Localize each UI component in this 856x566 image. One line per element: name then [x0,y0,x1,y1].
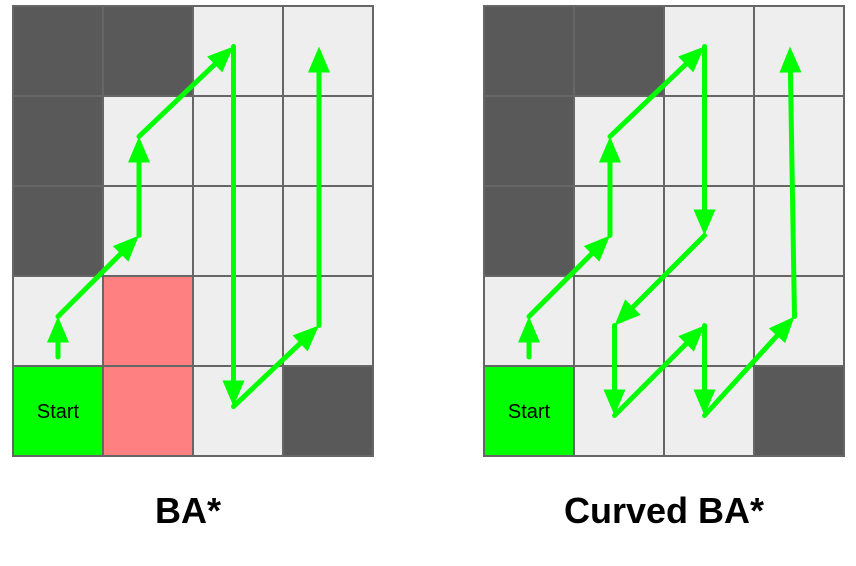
grid-cell-start [483,365,575,457]
path-arrow-head [308,46,330,73]
path-arrow-shaft [526,251,595,319]
path-arrow-head [128,136,150,163]
grid-cell-obstacle [483,5,575,97]
caption-curved-ba-star: Curved BA* [563,490,765,531]
start-label: Start [37,401,80,423]
grid-cell-free [192,275,284,367]
grid-cell-free [192,95,284,187]
path-arrow-shaft [136,61,218,139]
path-arrow-head [693,209,716,236]
path-arrow-head [599,136,621,163]
path-arrow-head [768,316,795,344]
path-arrow-head [222,380,245,407]
grid-cell-obstacle [12,185,104,277]
path-arrow-head [678,46,705,73]
grid-cell-obstacle [282,365,374,457]
grid-cell-obstacle [753,365,845,457]
caption-ba-star: BA* [154,490,221,531]
path-arrow-head [112,235,139,262]
grid-cell-free [753,5,845,97]
path-arrow-head [614,299,641,326]
grid-cell-free [102,185,194,277]
grid-cell-obstacle [483,95,575,187]
grid-cell-free [573,185,665,277]
path-arrow-head [678,325,705,352]
grid-curved-ba-star: Start [483,5,845,457]
grid-cell-free [282,95,374,187]
path-arrow-head [292,325,319,352]
grid-cell-obstacle [12,95,104,187]
grid-cell-free [663,5,755,97]
grid-cell-free [663,95,755,187]
grid-cell-visited [102,365,194,457]
path-arrow-head [583,235,610,262]
path-arrow-shaft [231,340,303,409]
path-arrow-shaft [787,69,797,319]
grid-ba-star: Start [12,5,374,457]
path-arrow-shaft [612,341,689,418]
grid-cell-obstacle [102,5,194,97]
grid-cell-free [282,275,374,367]
path-arrow-shaft [702,333,780,418]
path-arrow-head [603,389,626,416]
grid-cell-free [192,5,284,97]
grid-cell-free [102,95,194,187]
grid-cell-free [282,185,374,277]
grid-cell-obstacle [483,185,575,277]
path-arrow-shaft [630,233,707,310]
grid-cell-start [12,365,104,457]
grid-cell-free [192,365,284,457]
grid-cell-free [282,5,374,97]
grid-cell-free [573,95,665,187]
path-arrow-head [779,46,802,73]
path-arrow-shaft [607,61,689,139]
start-label: Start [508,401,551,423]
grid-cell-free [753,185,845,277]
path-arrow-shaft [55,251,124,319]
grid-cell-obstacle [573,5,665,97]
grid-cell-free [192,185,284,277]
path-arrow-head [693,389,716,416]
path-arrow-head [47,316,69,343]
grid-cell-free [753,95,845,187]
path-arrow-head [518,316,540,343]
path-arrow-head [207,46,234,73]
grid-cell-obstacle [12,5,104,97]
grid-cell-visited [102,275,194,367]
grid-cell-free [753,275,845,367]
